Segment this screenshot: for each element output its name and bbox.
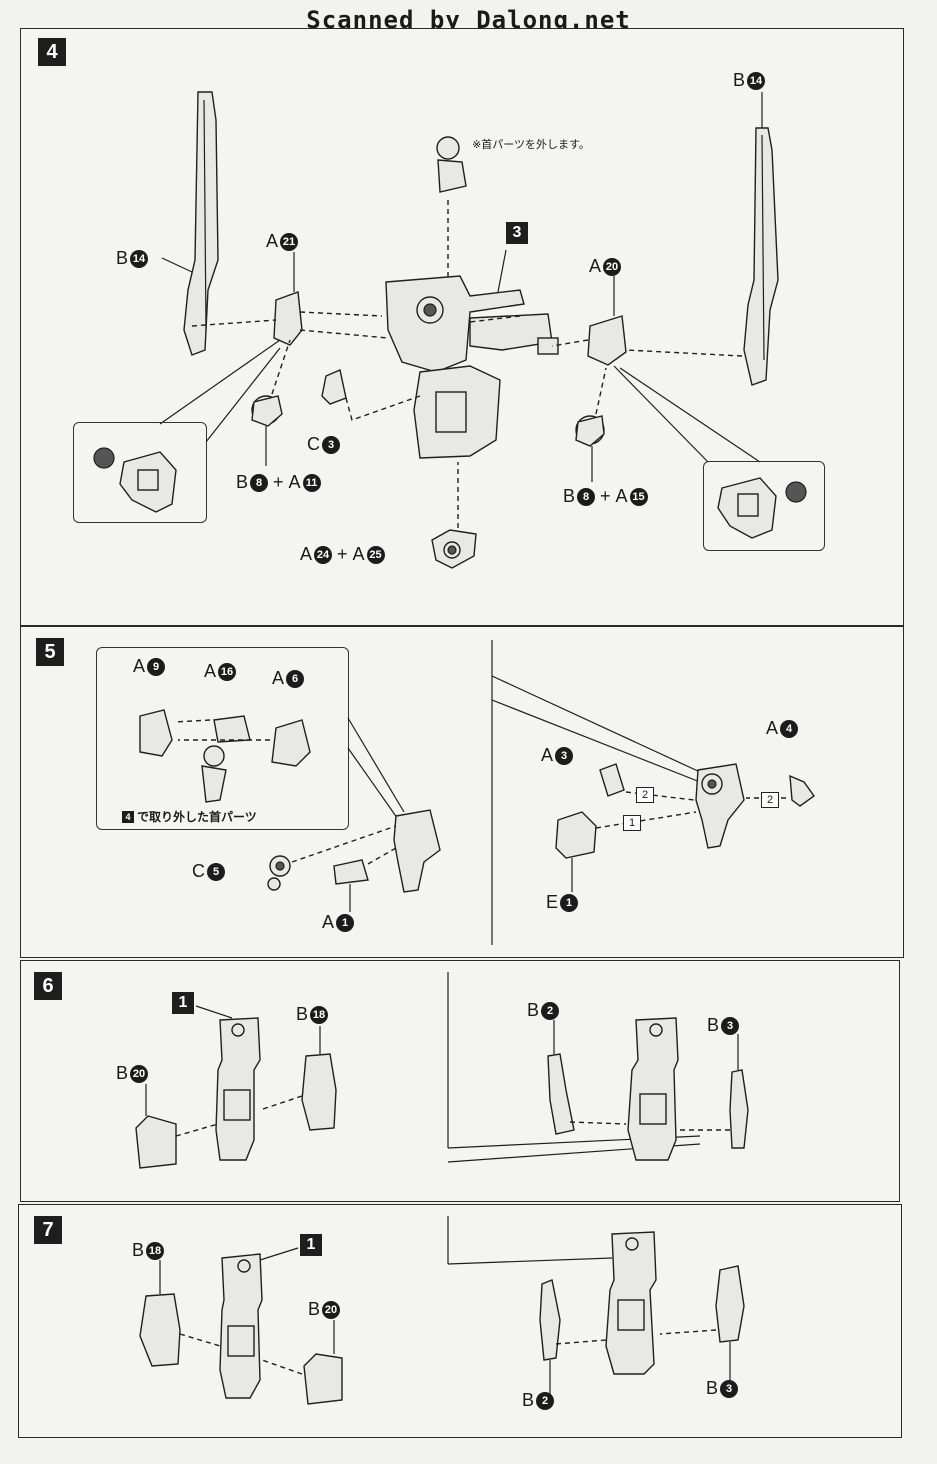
step-4-note: ※首パーツを外します。: [472, 139, 590, 151]
step-4-badge: 4: [38, 38, 66, 66]
step-6-badge: 6: [34, 972, 62, 1000]
step-7-badge: 7: [34, 1216, 62, 1244]
step-4-sub-step-badge: 3: [506, 222, 528, 244]
step-7-sub-step-badge: 1: [300, 1234, 322, 1256]
sequence-marker: 1: [623, 815, 641, 831]
step-5-panel: [20, 626, 904, 958]
sequence-marker: 2: [761, 792, 779, 808]
sequence-marker: 2: [636, 787, 654, 803]
step-5-badge: 5: [36, 638, 64, 666]
step-4-detail-inset-right: [703, 461, 825, 551]
step-4-detail-inset-left: [73, 422, 207, 523]
step-6-sub-step-badge: 1: [172, 992, 194, 1014]
step-5-neck-inset: [96, 647, 349, 830]
